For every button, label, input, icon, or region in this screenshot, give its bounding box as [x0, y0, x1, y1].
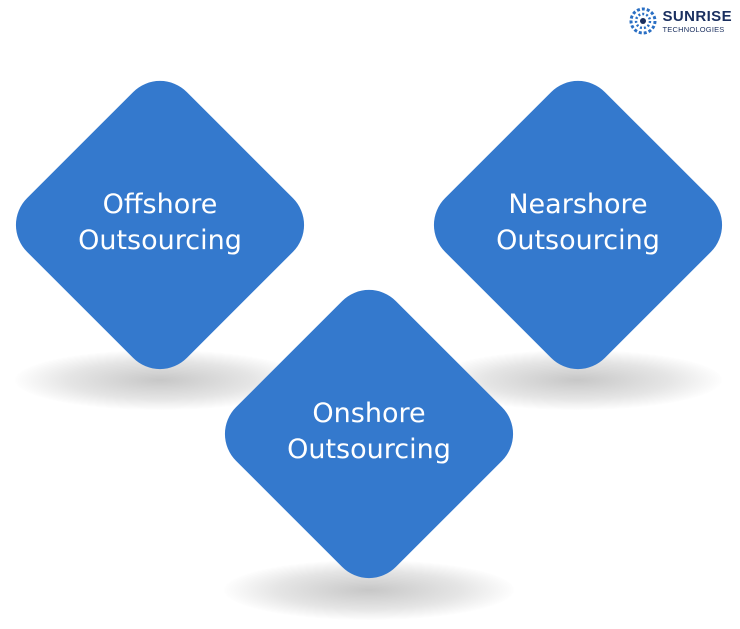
logo-name: SUNRISE: [662, 7, 732, 25]
offshore-label: Offshore Outsourcing: [78, 189, 242, 256]
sunrise-logo-icon: [629, 7, 657, 35]
onshore-label: Onshore Outsourcing: [287, 398, 451, 465]
nearshore-label: Nearshore Outsourcing: [496, 189, 660, 256]
logo: SUNRISE TECHNOLOGIES: [628, 6, 732, 36]
logo-subtitle: TECHNOLOGIES: [662, 24, 725, 34]
